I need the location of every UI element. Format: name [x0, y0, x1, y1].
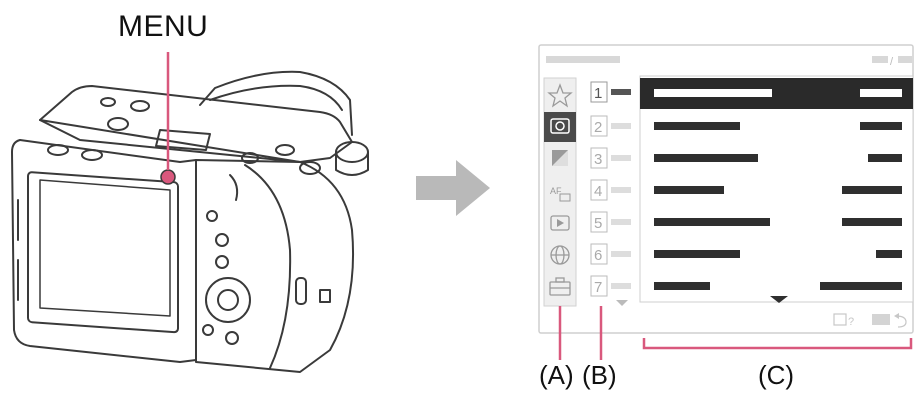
network-icon — [550, 245, 570, 265]
svg-text:3: 3 — [594, 151, 602, 168]
menu-scroll-down-icon — [770, 296, 788, 303]
svg-text:6: 6 — [594, 247, 602, 264]
svg-text:7: 7 — [594, 279, 602, 296]
right-arrow-icon — [416, 160, 490, 216]
svg-text:2: 2 — [594, 119, 602, 136]
page-scroll-down-icon — [616, 300, 628, 306]
playback-icon — [550, 215, 570, 231]
camera-lens — [199, 70, 353, 136]
page-number-2: 2 — [590, 115, 631, 137]
camera-settings-icon — [544, 112, 576, 142]
page-number-5: 5 — [590, 211, 631, 233]
svg-text:1: 1 — [594, 85, 602, 102]
menu-callout-label: MENU — [118, 10, 209, 43]
camera-body — [11, 139, 197, 363]
footer-guide-icons: ? — [833, 313, 907, 328]
camera-grip — [195, 159, 355, 373]
screen-header-bar — [546, 56, 620, 63]
menu-item-row — [654, 250, 740, 258]
menu-screen: / AF 1 2 3 4 5 6 7 — [538, 44, 914, 334]
callout-label-a: (A) — [539, 360, 574, 390]
svg-text:5: 5 — [594, 215, 602, 232]
svg-text:?: ? — [848, 316, 854, 328]
star-icon — [547, 83, 573, 108]
page-number-1: 1 — [590, 81, 631, 103]
camera-rear-screen — [27, 171, 179, 334]
exposure-icon — [552, 150, 568, 166]
svg-text:AF: AF — [550, 186, 562, 196]
page-number-7: 7 — [590, 275, 631, 297]
af-icon: AF — [550, 186, 571, 202]
menu-item-rows — [654, 122, 902, 290]
page-number-6: 6 — [590, 243, 631, 265]
menu-item-row — [654, 122, 740, 130]
page-number-4: 4 — [590, 179, 631, 201]
page-number-column: 1 2 3 4 5 6 7 — [590, 81, 631, 306]
menu-item-row — [654, 186, 724, 194]
page-number-3: 3 — [590, 147, 631, 169]
menu-item-row — [654, 218, 770, 226]
callout-label-c: (C) — [758, 360, 795, 390]
toolbox-icon — [549, 277, 571, 296]
camera-top-plate — [39, 85, 353, 163]
svg-text:4: 4 — [594, 183, 602, 200]
svg-text:/: / — [890, 56, 894, 68]
camera-illustration — [11, 52, 369, 373]
callout-label-b: (B) — [582, 360, 617, 390]
menu-item-row — [654, 282, 710, 290]
menu-item-row — [654, 154, 758, 162]
